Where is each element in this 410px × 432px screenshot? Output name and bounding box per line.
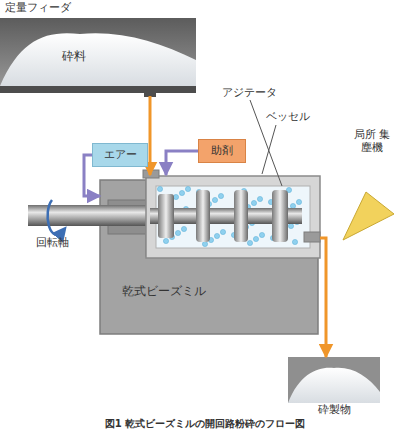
bead	[220, 229, 225, 234]
bead	[173, 194, 178, 199]
rotation-arrow	[48, 200, 62, 235]
bead	[290, 203, 295, 208]
bead	[288, 223, 293, 228]
agitator-label: アジテータ	[222, 86, 277, 99]
product-node: 砕製物	[288, 357, 380, 419]
bead	[292, 239, 297, 244]
vessel-label: ベッセル	[266, 110, 310, 123]
agitator-disk	[272, 190, 288, 242]
bead	[175, 230, 180, 235]
bead	[179, 190, 184, 195]
dust-collector-label: 局所 集塵機	[352, 128, 392, 154]
feeder-tray	[0, 86, 196, 93]
feeder	[0, 18, 196, 97]
bead	[253, 236, 258, 241]
additive-box: 助剤	[198, 139, 246, 163]
outlet	[304, 232, 320, 242]
feed-arrow	[149, 96, 152, 175]
bead	[181, 226, 186, 231]
dust-collector-hood	[343, 192, 394, 240]
mill-node: 乾式ビーズミル	[100, 175, 320, 335]
bead	[259, 232, 264, 237]
leader-line	[262, 125, 276, 174]
shaft-label: 回転軸	[36, 236, 69, 249]
feeder-node: 定量フィーダ砕料	[0, 0, 198, 96]
material-pile	[0, 33, 196, 86]
figure-caption: 図1 乾式ビーズミルの開回路粉砕のフロー図	[0, 418, 410, 430]
material-label: 砕料	[62, 50, 86, 64]
air-label: エアー	[104, 149, 137, 162]
agitator-disk	[158, 194, 174, 238]
bead	[214, 233, 219, 238]
bead	[218, 193, 223, 198]
agitator-disk	[196, 190, 210, 242]
mill-label: 乾式ビーズミル	[122, 285, 206, 299]
product-arrow	[320, 238, 326, 357]
bead	[202, 241, 207, 246]
product-box	[288, 357, 380, 403]
product-label: 砕製物	[288, 404, 380, 417]
bead	[185, 186, 190, 191]
agitator-disk	[234, 190, 248, 242]
bead	[296, 199, 301, 204]
feeder-body	[0, 18, 196, 92]
bead	[212, 197, 217, 202]
bead	[163, 238, 168, 243]
bead	[157, 186, 162, 191]
additive-label: 助剤	[211, 145, 233, 158]
vessel	[146, 176, 320, 258]
product-pile	[288, 368, 380, 403]
mill	[28, 170, 320, 334]
feeder-title: 定量フィーダ	[5, 2, 71, 15]
bead	[247, 240, 252, 245]
additive-arrow	[166, 151, 198, 175]
bead	[251, 200, 256, 205]
bead	[257, 196, 262, 201]
air-box: エアー	[92, 143, 148, 167]
